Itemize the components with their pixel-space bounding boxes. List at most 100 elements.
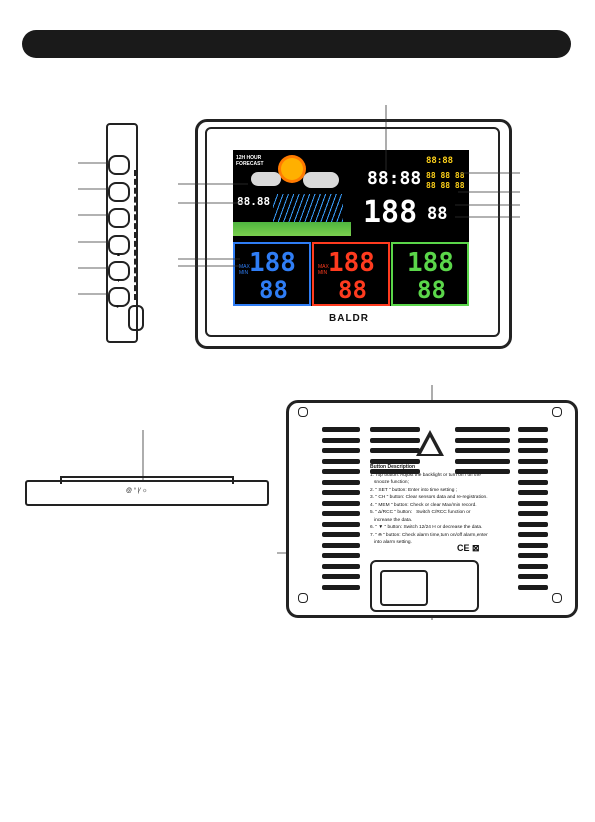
vent-slot [518, 532, 548, 537]
cloud-icon-2 [303, 172, 339, 188]
channel-1-panel: 188 MAX MIN 88 [233, 242, 311, 306]
vent-slot [370, 469, 420, 474]
lcd-screen: 12H HOUR FORECAST 88.88 88:88 88:88 88 8… [233, 150, 469, 306]
date-mid: 88 88 88 [426, 171, 465, 180]
side-button-5 [108, 261, 130, 281]
forecast-label: 12H HOUR FORECAST [236, 155, 264, 167]
pressure-readout: 88.88 [237, 195, 271, 208]
vent-slot [322, 479, 360, 485]
vent-slot [370, 427, 420, 432]
side-grip-ridges [134, 170, 141, 300]
description-line: 7. " ⍾ " button: Check alarm time,turn o… [370, 532, 488, 538]
battery-compartment [370, 560, 479, 612]
ch2-temp: 188 [328, 248, 375, 278]
rain-icon [273, 194, 343, 222]
description-line: 1. Top button: Adjust the backlight or t… [370, 472, 481, 478]
grass-strip [233, 222, 351, 236]
vent-slot [322, 458, 360, 464]
vent-slot [518, 500, 548, 506]
vent-slot [518, 584, 548, 590]
vent-slot [370, 458, 420, 464]
ch1-temp: 188 [249, 248, 296, 278]
description-line: 5. " Δ/RCC " button: Switch C/RCC functi… [370, 510, 471, 515]
screw-icon [552, 593, 562, 603]
bottom-view-ridge [60, 476, 234, 484]
screw-icon [298, 593, 308, 603]
vent-slot [518, 448, 548, 453]
description-line: snooze function; [370, 480, 409, 485]
side-button-6 [108, 287, 130, 307]
vent-slot [322, 574, 360, 579]
battery-door [380, 570, 428, 606]
vent-slot [322, 553, 360, 558]
description-heading: Button Description [370, 464, 415, 470]
side-button-2 [108, 182, 130, 202]
indoor-humidity: 88 [427, 204, 448, 224]
description-line: into alarm setting. [370, 540, 412, 545]
side-stand [128, 305, 144, 331]
section-title-bar [22, 30, 571, 58]
up-arrow-icon: ▲ [116, 252, 121, 258]
vent-slot [518, 479, 548, 485]
vent-slot [518, 563, 548, 569]
vent-slot [322, 521, 360, 527]
alarm-icon: ● [116, 304, 120, 310]
bottom-labels: @ ° |⁄ ☼ [126, 488, 148, 494]
description-line: 6. " ▼ " button: Switch 12/24 H or decre… [370, 525, 483, 530]
vent-slot [455, 458, 510, 464]
cloud-icon [251, 172, 281, 186]
button-description: Button Description 1. Top button: Adjust… [370, 464, 520, 547]
channel-3-panel: 188 88 [391, 242, 469, 306]
vent-slot [322, 490, 360, 495]
side-button-1 [108, 155, 130, 175]
vent-slot [322, 437, 360, 443]
vent-slot [455, 469, 510, 474]
vent-slot [518, 490, 548, 495]
down-arrow-icon: ▼ [116, 278, 121, 284]
vent-slot [518, 437, 548, 443]
ch2-humidity: 88 [338, 276, 367, 304]
screw-icon [298, 407, 308, 417]
indoor-temp: 188 [363, 195, 418, 230]
description-line: increase the data. [370, 517, 413, 523]
ch3-humidity: 88 [417, 276, 446, 304]
vent-slot [455, 448, 510, 453]
vent-slot [322, 532, 360, 537]
vent-slot [455, 427, 510, 432]
description-line: 3. " CH " button: Clear sensors data and… [370, 495, 488, 500]
description-line: 4. " MEM " button: Check or clear Max/mi… [370, 502, 477, 508]
vent-slot [322, 469, 360, 474]
brand-logo: BALDR [329, 313, 369, 324]
vent-slot [322, 448, 360, 453]
date-bot: 88 88 88 [426, 181, 465, 190]
vent-slot [518, 574, 548, 579]
front-inner-bezel [205, 127, 500, 337]
vent-slot [518, 458, 548, 464]
vent-slot [322, 563, 360, 569]
description-line: 2. " SET " button: Enter into time setti… [370, 487, 458, 493]
date-top: 88:88 [426, 156, 454, 166]
channel-2-panel: 188 MAX MIN 88 [312, 242, 390, 306]
ce-mark: CE ⊠ [457, 543, 480, 553]
ch1-humidity: 88 [259, 276, 288, 304]
side-button-3 [108, 208, 130, 228]
hanging-hole-inner [421, 437, 439, 454]
vent-slot [518, 469, 548, 474]
ch2-maxmin: MAX MIN [318, 264, 329, 276]
vent-slot [370, 437, 420, 443]
vent-slot [518, 511, 548, 516]
clock-readout: 88:88 [367, 168, 422, 189]
side-button-4 [108, 235, 130, 255]
vent-slot [322, 542, 360, 548]
vent-slot [322, 427, 360, 432]
ch3-temp: 188 [407, 248, 454, 278]
screw-icon [552, 407, 562, 417]
ch1-maxmin: MAX MIN [239, 264, 250, 276]
vent-slot [518, 521, 548, 527]
vent-slot [322, 584, 360, 590]
vent-slot [518, 427, 548, 432]
sun-icon [281, 158, 303, 180]
vent-slot [518, 553, 548, 558]
vent-slot [518, 542, 548, 548]
vent-slot [322, 500, 360, 506]
